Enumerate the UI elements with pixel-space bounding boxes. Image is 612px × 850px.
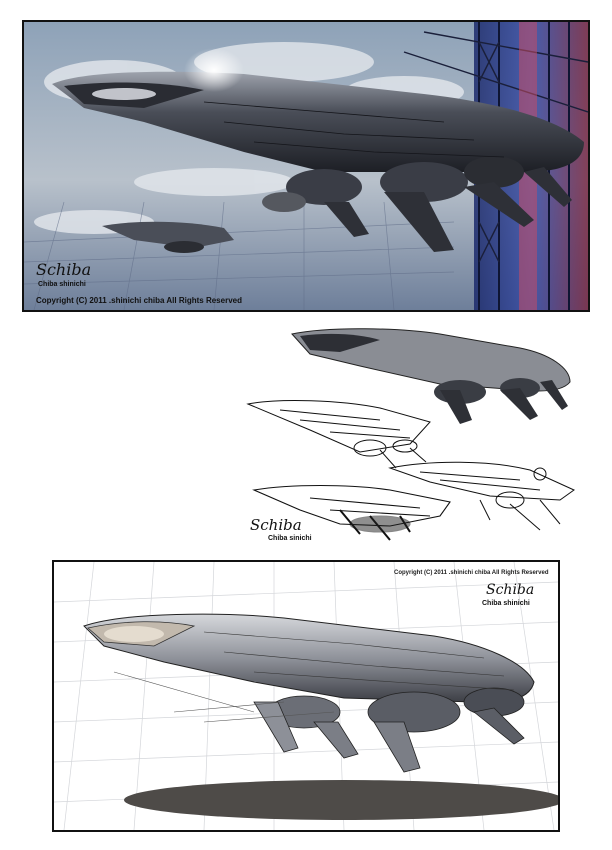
middle-sketch-panel: Schiba Chiba sinichi xyxy=(240,320,590,552)
top-copyright: Copyright (C) 2011 .shinichi chiba All R… xyxy=(36,296,242,305)
main-spaceship xyxy=(52,71,584,252)
top-artist-name: Chiba shinichi xyxy=(38,281,86,288)
sketch-group xyxy=(246,328,575,541)
top-illustration xyxy=(24,22,588,310)
line-sketch-ship-1 xyxy=(246,400,431,469)
top-signature: Schiba xyxy=(36,260,92,279)
bottom-copyright: Copyright (C) 2011 .shinichi chiba All R… xyxy=(394,570,549,576)
middle-signature: Schiba xyxy=(250,516,302,534)
grey-render-spaceship xyxy=(83,613,535,773)
ground-shadow xyxy=(124,780,558,820)
bottom-artist-name: Chiba shinichi xyxy=(482,600,530,607)
top-illustration-panel: Schiba Chiba shinichi Copyright (C) 2011… xyxy=(22,20,590,312)
line-sketch-ship-2 xyxy=(388,461,575,531)
bottom-illustration xyxy=(54,562,558,830)
shaded-sketch-ship xyxy=(291,328,571,424)
bottom-signature: Schiba xyxy=(486,582,535,598)
middle-artist-name: Chiba sinichi xyxy=(268,535,312,542)
bottom-illustration-panel: Copyright (C) 2011 .shinichi chiba All R… xyxy=(52,560,560,832)
line-sketch-ship-3 xyxy=(252,484,451,541)
small-spaceship xyxy=(102,221,234,253)
